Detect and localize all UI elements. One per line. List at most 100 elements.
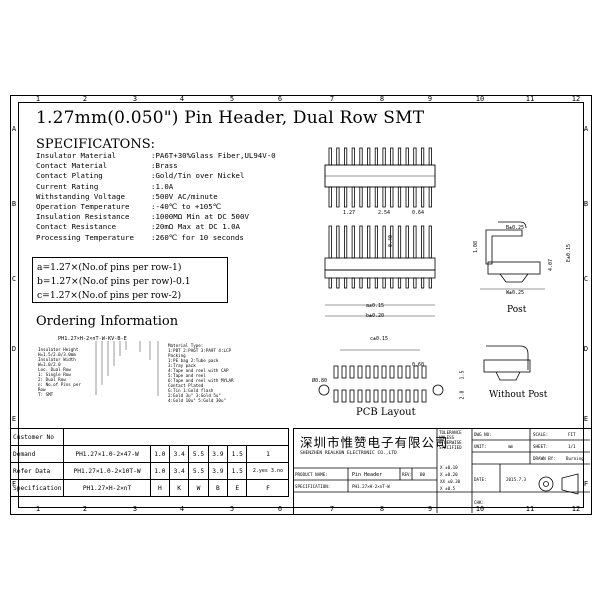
row-label: Specification [9, 479, 65, 497]
row-letter: E [11, 415, 17, 423]
sheet-label: SHEET: [533, 444, 549, 449]
pcb-pad [413, 389, 419, 403]
spec-value: :1000MΩ Min at DC 500V [151, 212, 249, 222]
ordering-note: 3:Tray pack [168, 363, 196, 368]
drawn-by-label: DRAWN BY: [533, 456, 556, 461]
spec-value: :20mΩ Max at DC 1.0A [151, 222, 240, 232]
ordering-note: Row [38, 387, 46, 392]
title-block [293, 428, 592, 515]
pcb-pad [389, 365, 395, 379]
column-number: 2 [82, 95, 88, 103]
chk-label: CHK: [474, 500, 485, 505]
formula-box: a=1.27×(No.of pins per row-1) b=1.27×(No… [32, 257, 228, 303]
column-number: 9 [427, 505, 433, 513]
ordering-note: Packing [168, 353, 186, 358]
row-b: B [207, 479, 229, 497]
spec-value: :260℃ for 10 seconds [151, 232, 244, 242]
dim-W: W±0.25 [506, 290, 525, 296]
column-number: 11 [525, 505, 535, 513]
column-number: 5 [229, 95, 235, 103]
ordering-note: H=1.5/2.0/3.0mm [38, 352, 76, 357]
row-letter: B [583, 200, 589, 208]
ordering-note: T: SMT [38, 392, 54, 397]
column-number: 11 [525, 95, 535, 103]
spec-row: Withstanding Voltage:500V AC/minute [36, 192, 276, 202]
bom-table: Customer No Demand PH1.27×1.0-2×47-W 1.0… [9, 428, 290, 497]
pcb-pad [357, 365, 363, 379]
dim-hole: Ø0.80 [312, 378, 328, 384]
drawing-title: 1.27mm(0.050") Pin Header, Dual Row SMT [36, 108, 425, 128]
formula-a: a=1.27×(No.of pins per row-1) [37, 262, 182, 273]
spec-value: :Brass [151, 161, 178, 171]
ordering-heading: Ordering Information [36, 314, 179, 329]
pcb-pad [397, 365, 403, 379]
dim-a: a±0.15 [366, 303, 385, 309]
rev-label: REV: [402, 472, 413, 477]
ordering-note: 1: Single Row [38, 372, 71, 377]
pcb-pad [373, 389, 379, 403]
pcb-pad [349, 389, 355, 403]
spec-value: :500V AC/minute [151, 191, 218, 201]
pcb-pad [349, 365, 355, 379]
spec-value: :Gold/Tin over Nickel [151, 171, 245, 181]
pcb-pad [365, 389, 371, 403]
table-row: Demand PH1.27×1.0-2×47-W 1.0 3.4 5.5 3.9… [9, 445, 290, 463]
spec-row: Operation Temperature:-40℃ to +105℃ [36, 202, 276, 212]
column-number: 3 [132, 95, 138, 103]
column-number: 8 [379, 95, 385, 103]
dim-c: c±0.15 [370, 336, 389, 342]
tolerance-1: X ±0.10 [440, 465, 458, 470]
specifications-heading: SPECIFICATONS: [36, 137, 155, 152]
ordering-note: Insulator Height [38, 347, 79, 352]
column-number: 6 [277, 505, 283, 513]
spec-key: Contact Resistance [36, 222, 117, 232]
tolerance-4: X ±0.5 [440, 486, 456, 491]
column-number: 12 [571, 505, 581, 513]
column-number: 9 [427, 95, 433, 103]
dim-pitch-1: 1.27 [343, 210, 356, 216]
spec-value: :1.0A [151, 181, 174, 191]
column-number: 8 [379, 505, 385, 513]
pcb-pad [389, 389, 395, 403]
pcb-pad [413, 365, 419, 379]
column-number: 4 [179, 505, 185, 513]
ordering-note: n: No.of Pins per [38, 382, 81, 387]
date-value: 2015.7.3 [506, 477, 527, 482]
ordering-note: 4:Gold 10u" 5:Gold 30u" [168, 398, 226, 403]
specification-value: PH1.27×H-2×nT-W [352, 484, 390, 489]
dim-b: b±0.20 [366, 313, 385, 319]
ordering-note: 1:PBT 2:PA6T 3:PA9T 4:LCP [168, 348, 232, 353]
pcb-pad [333, 365, 339, 379]
pcb-pad [373, 365, 379, 379]
product-name-value: Pin Header [352, 472, 383, 478]
column-number: 12 [571, 95, 581, 103]
pcb-pad [421, 365, 427, 379]
unit-value: mm [508, 444, 514, 449]
row-extra: F [246, 479, 290, 497]
part-number-template: PH1.27×H-2×nT-W-KV-B-E [58, 336, 127, 342]
tolerance-2: X ±0.20 [440, 472, 458, 477]
row-letter: D [583, 345, 589, 353]
pcb-pad [381, 389, 387, 403]
unit-label: UNIT: [474, 444, 487, 449]
pcb-pad [333, 389, 339, 403]
dim-pad: 0.60 [412, 362, 425, 368]
ordering-note: Insulator Width [38, 357, 76, 362]
ordering-note: 4:Tape and reel with CAP [168, 368, 229, 373]
row-letter: A [11, 125, 17, 133]
pcb-pad [397, 389, 403, 403]
spec-key: Processing Temperature [36, 232, 134, 242]
column-number: 7 [329, 505, 335, 513]
pcb-pad [341, 365, 347, 379]
row-letter: E [583, 415, 589, 423]
column-number: 7 [329, 95, 335, 103]
column-number: 10 [475, 505, 485, 513]
label-post-view: Post [507, 305, 527, 315]
scale-value: FIT [568, 432, 576, 437]
pcb-pad [405, 365, 411, 379]
spec-row: Current Rating:1.0A [36, 182, 276, 192]
